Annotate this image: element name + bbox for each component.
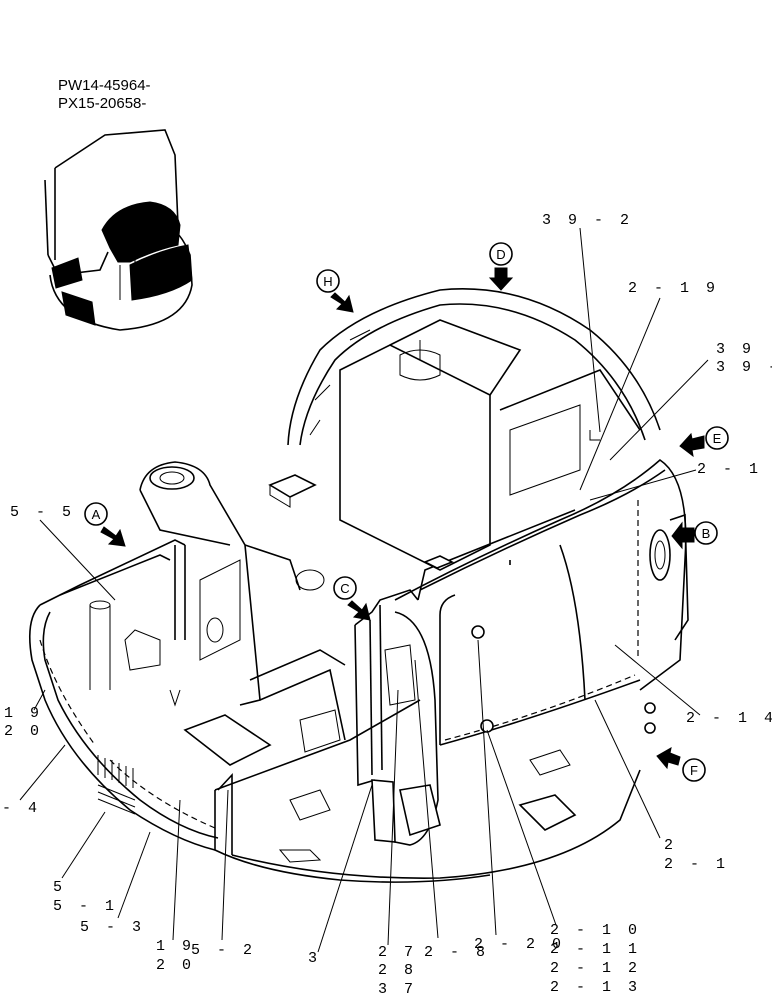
serial-range-2: PX15-20658-: [58, 95, 146, 112]
view-marker-h: [316, 269, 340, 293]
view-label-f: F: [690, 763, 698, 778]
view-label-b: B: [702, 526, 711, 541]
callout-5-5: 5 - 5: [10, 504, 75, 521]
callout-2-14: 2 - 1 4: [686, 710, 772, 727]
inset-locator-drawing: [44, 129, 193, 331]
arrow-d-icon: [488, 267, 514, 291]
callout-2-12: 2 - 1 2: [550, 960, 641, 977]
view-label-e: E: [713, 431, 722, 446]
arrow-c-icon: [347, 600, 371, 621]
view-marker-c: [333, 576, 357, 600]
callout-39-2: 3 9 - 2: [542, 212, 633, 229]
callout-2-1: 2 - 1: [664, 856, 729, 873]
arrow-e-icon: [679, 432, 705, 458]
view-arrows: A B C D E F H: [84, 242, 729, 782]
callout-2-11: 2 - 1 1: [550, 941, 641, 958]
view-label-a: A: [92, 507, 101, 522]
callout-2-8: 2 - 8: [424, 944, 489, 961]
arrow-f-icon: [656, 747, 681, 770]
callout-27: 2 7: [378, 944, 417, 961]
callout-2: 2: [664, 837, 677, 854]
upper-structure-frame: [29, 288, 689, 883]
callout-2-19: 2 - 1 9: [628, 280, 719, 297]
callout-5: 5: [53, 879, 66, 896]
callout-5-2: 5 - 2: [191, 942, 256, 959]
callout-3: 3: [308, 950, 321, 967]
callout-39: 3 9: [716, 341, 755, 358]
callout-39-dash: 3 9 -: [716, 359, 772, 376]
view-label-h: H: [323, 274, 332, 289]
callout-4: - 4: [2, 800, 41, 817]
callout-28: 2 8: [378, 962, 417, 979]
callout-19-left: 1 9: [4, 705, 43, 722]
callout-2-20: 2 - 2 0: [474, 936, 565, 953]
callout-2-13: 2 - 1 3: [550, 979, 641, 996]
callout-20-bottom: 2 0: [156, 957, 195, 974]
callout-2-10: 2 - 1 0: [550, 922, 641, 939]
part-callouts: 3 9 - 2 2 - 1 9 3 9 3 9 - 2 - 1 5 5 - 5 …: [2, 212, 772, 998]
callout-5-3: 5 - 3: [80, 919, 145, 936]
serial-range-1: PW14-45964-: [58, 77, 151, 94]
callout-5-1: 5 - 1: [53, 898, 118, 915]
view-marker-d: [489, 242, 513, 266]
view-marker-e: [705, 426, 729, 450]
leader-lines: [19, 227, 709, 953]
callout-37: 3 7: [378, 981, 417, 998]
arrow-h-icon: [330, 292, 354, 313]
view-marker-a: [84, 502, 108, 526]
arrow-a-icon: [100, 526, 126, 547]
arrow-b-icon: [671, 521, 695, 550]
view-label-d: D: [496, 247, 505, 262]
view-label-c: C: [340, 581, 349, 596]
view-marker-f: [682, 758, 706, 782]
callout-19-bottom: 1 9: [156, 938, 195, 955]
callout-20-left: 2 0: [4, 723, 43, 740]
callout-2-15: 2 - 1 5: [697, 461, 772, 478]
view-marker-b: [694, 521, 718, 545]
